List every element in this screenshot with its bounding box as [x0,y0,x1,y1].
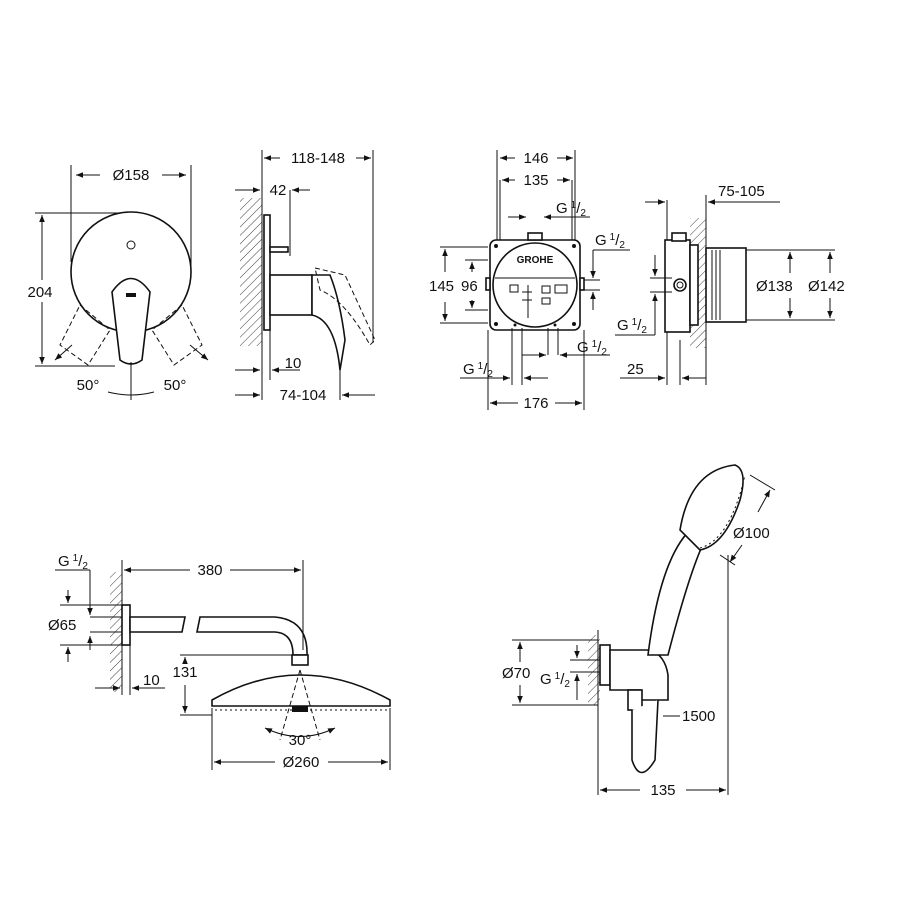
mixer-side-view: 118-148 42 10 74-104 [235,150,376,404]
dim-box-depth-range: 75-105 [718,183,765,200]
dim-box-width-outer: 146 [523,150,548,167]
dim-box-diameter-inner: Ø138 [756,278,793,295]
dim-head-tilt: 30° [289,732,312,749]
dim-box-diameter-outer: Ø142 [808,278,845,295]
dim-hose-length: 1500 [682,708,715,725]
hand-shower-head [679,464,744,551]
lever-side [311,274,346,371]
lever-rotated-positions [59,304,203,366]
dim-pin: 42 [270,182,287,199]
shower-head [211,674,391,707]
dim-box-offset: 25 [627,361,644,378]
diverter-hole [126,240,136,250]
dim-flange-diameter: Ø65 [48,617,76,634]
dim-angle-right: 50° [164,377,187,394]
dim-angle-left: 50° [77,377,100,394]
dim-hand-projection: 135 [650,782,675,799]
dim-head-diameter: Ø260 [283,754,320,771]
dim-depth-range: 118-148 [291,150,345,167]
dim-flange-depth: 10 [143,672,160,689]
dim-box-width-inner: 135 [523,172,548,189]
dim-arm-length: 380 [197,562,222,579]
dim-box-bottom-width: 176 [523,395,548,412]
dim-mixer-height: 204 [27,284,52,301]
dim-drop: 131 [172,664,197,681]
dim-box-height-inner: 96 [461,278,478,295]
hand-shower-handle [647,528,707,656]
dim-box-height-outer: 145 [429,278,454,295]
mixer-front-view: Ø158 204 50° 50° [27,165,209,400]
dim-lever-range: 74-104 [280,387,327,404]
grohe-logo: GROHE [517,255,554,266]
wall-plate [263,214,271,331]
dim-mixer-diameter: Ø158 [113,167,150,184]
dim-outlet-diameter: Ø70 [502,665,530,682]
dim-plate: 10 [285,355,302,372]
dim-hand-head-diameter: Ø100 [733,525,770,542]
mixer-lever [111,277,151,365]
